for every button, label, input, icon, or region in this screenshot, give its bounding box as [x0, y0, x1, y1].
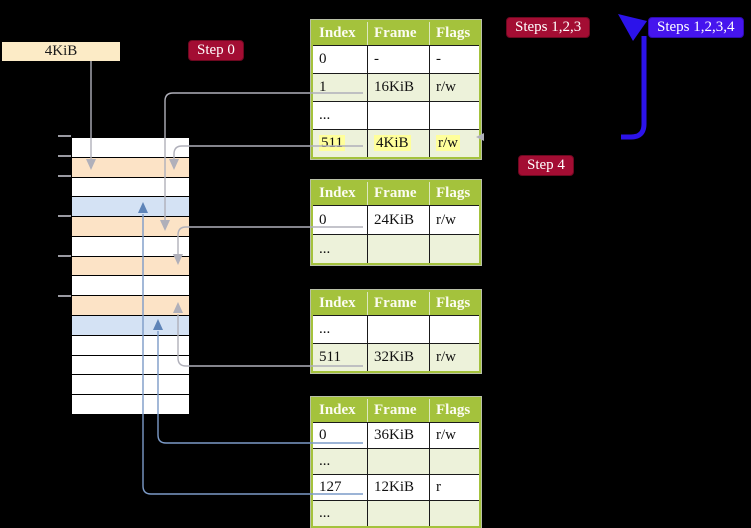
memory-tick-icon — [58, 175, 71, 177]
steps-123-label: Steps 1,2,3 — [506, 17, 591, 38]
table-cell: r/w — [429, 74, 479, 101]
table-cell — [367, 102, 429, 129]
table-cell: 0 — [319, 212, 327, 228]
table-row: 511 4KiB r/w — [313, 129, 479, 157]
memory-tick-icon — [58, 215, 71, 217]
table-cell: ... — [319, 505, 331, 521]
table-cell: r — [429, 475, 479, 500]
table-cell: 32KiB — [367, 344, 429, 371]
table-cell — [367, 316, 429, 343]
memory-tick-icon — [58, 135, 71, 137]
table-cell: 36KiB — [367, 423, 429, 448]
table-row: ... — [313, 500, 479, 526]
table-cell: ... — [319, 241, 331, 257]
table-cell — [429, 449, 479, 474]
table-cell: r/w — [429, 130, 479, 157]
table-cell: 511 — [313, 130, 367, 157]
table-cell: r/w — [429, 344, 479, 371]
table-row: ... — [313, 448, 479, 474]
column-header-flags: Flags — [429, 399, 479, 422]
table-cell: - — [367, 46, 429, 73]
column-header-index: Index — [319, 25, 356, 41]
table-cell: 12KiB — [367, 475, 429, 500]
table-cell — [429, 235, 479, 263]
column-header-flags: Flags — [429, 182, 479, 205]
highlighted-value: 4KiB — [374, 135, 411, 151]
memory-frame-row-7 — [72, 276, 189, 297]
column-header-index: Index — [319, 402, 356, 418]
table-row: ... — [313, 234, 479, 263]
table-cell: 0 — [319, 427, 327, 443]
memory-frame-row-8 — [72, 296, 189, 317]
memory-frame-row-1 — [72, 157, 189, 178]
table-row: 0 -- — [313, 45, 479, 73]
physical-memory-column — [71, 137, 190, 415]
memory-frame-row-4 — [72, 217, 189, 237]
table-cell: 511 — [319, 349, 341, 365]
memory-frame-row-6 — [72, 256, 189, 277]
table-cell: ... — [319, 453, 331, 469]
column-header-frame: Frame — [367, 292, 429, 315]
table-cell — [429, 316, 479, 343]
memory-frame-row-2 — [72, 177, 189, 198]
table-cell — [429, 501, 479, 526]
highlighted-value: 511 — [319, 135, 345, 151]
table-cell: 24KiB — [367, 206, 429, 234]
column-header-frame: Frame — [367, 399, 429, 422]
memory-tick-icon — [58, 155, 71, 157]
table-cell — [367, 235, 429, 263]
step-4-label: Step 4 — [518, 155, 574, 176]
table-row: ... — [313, 101, 479, 129]
frame-size-label: 4KiB — [2, 42, 120, 61]
memory-tick-icon — [58, 255, 71, 257]
recursive-loop-arrow — [621, 36, 647, 140]
memory-frame-row-0 — [72, 138, 189, 158]
memory-tick-icon — [58, 295, 71, 297]
table-cell: r/w — [429, 206, 479, 234]
column-header-flags: Flags — [429, 22, 479, 45]
table-cell: ... — [319, 321, 331, 337]
table-cell: - — [429, 46, 479, 73]
table-cell: 4KiB — [367, 130, 429, 157]
table-cell: 1 — [319, 79, 327, 95]
step-0-label: Step 0 — [188, 40, 244, 61]
table-cell — [367, 449, 429, 474]
table-cell: 16KiB — [367, 74, 429, 101]
memory-frame-row-3 — [72, 197, 189, 218]
column-header-frame: Frame — [367, 182, 429, 205]
table-cell: 127 — [319, 479, 342, 495]
table-cell: r/w — [429, 423, 479, 448]
table-cell: 0 — [319, 51, 327, 67]
memory-frame-row-10 — [72, 335, 189, 356]
memory-frame-row-11 — [72, 355, 189, 376]
memory-frame-row-12 — [72, 375, 189, 396]
table-row: ... — [313, 315, 479, 343]
table-cell — [367, 501, 429, 526]
table-cell — [429, 102, 479, 129]
memory-frame-row-13 — [72, 395, 189, 414]
column-header-flags: Flags — [429, 292, 479, 315]
arrowhead-upleft-icon — [618, 14, 647, 41]
highlighted-value: r/w — [436, 135, 460, 151]
column-header-frame: Frame — [367, 22, 429, 45]
column-header-index: Index — [319, 185, 356, 201]
column-header-index: Index — [319, 295, 356, 311]
memory-frame-row-5 — [72, 236, 189, 257]
steps-1234-label: Steps 1,2,3,4 — [648, 17, 744, 38]
table-cell: ... — [319, 107, 331, 123]
memory-frame-row-9 — [72, 316, 189, 336]
